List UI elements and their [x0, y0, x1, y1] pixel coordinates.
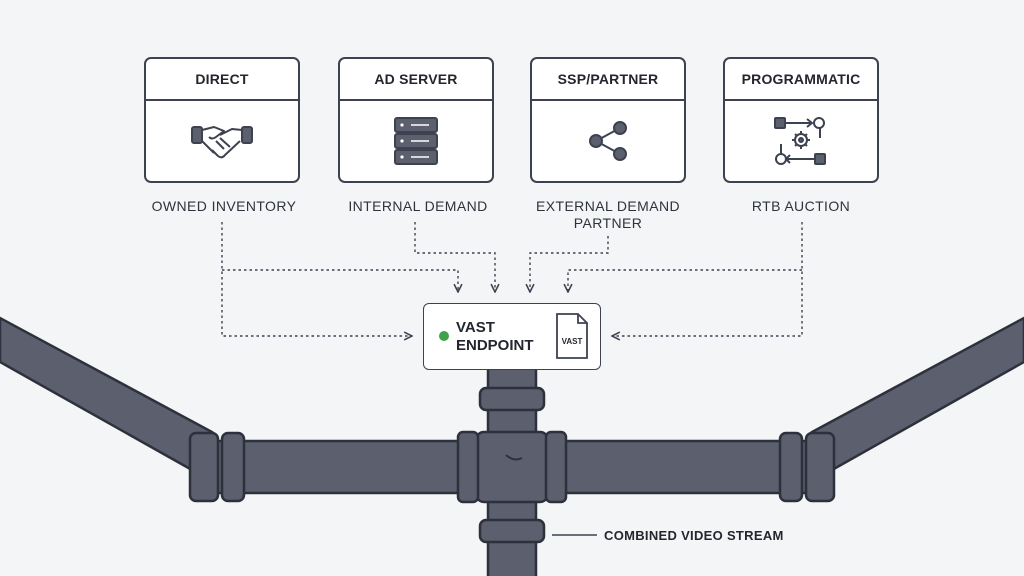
connector-ssp [530, 236, 609, 292]
vast-endpoint-box: VAST ENDPOINT VAST [423, 303, 601, 370]
endpoint-label: VAST ENDPOINT [456, 319, 534, 354]
card-title: DIRECT [146, 59, 298, 101]
workflow-icon [774, 117, 826, 165]
card-title: SSP/PARTNER [532, 59, 684, 101]
combined-stream-label: COMBINED VIDEO STREAM [604, 528, 784, 543]
source-card-ssp-partner: SSP/PARTNER [530, 57, 686, 183]
pipe-coupling [478, 386, 546, 412]
connector-direct [221, 222, 412, 336]
connector-ad-server [414, 222, 495, 292]
caption-ssp-partner: EXTERNAL DEMAND PARTNER [536, 198, 680, 231]
caption-ad-server: INTERNAL DEMAND [348, 198, 488, 214]
pipe-coupling [478, 518, 546, 544]
source-connectors [221, 222, 803, 336]
pipe-network [0, 316, 1024, 576]
pipe-coupling [544, 430, 568, 504]
right-diagonal-pipe [810, 316, 1024, 472]
source-card-programmatic: PROGRAMMATIC [723, 57, 879, 183]
vast-file-icon: VAST [556, 313, 588, 359]
source-card-direct: DIRECT [144, 57, 300, 183]
left-diagonal-pipe [0, 316, 214, 472]
pipe-coupling [804, 431, 836, 503]
pipe-coupling [456, 430, 480, 504]
card-title: AD SERVER [340, 59, 492, 101]
share-icon [589, 121, 627, 161]
tee-joint [474, 430, 550, 504]
server-icon [394, 117, 438, 165]
connector-programmatic [612, 222, 803, 336]
status-indicator [439, 331, 449, 341]
handshake-icon [191, 126, 253, 159]
caption-direct: OWNED INVENTORY [151, 198, 297, 214]
pipe-coupling [188, 431, 220, 503]
connector-direct-top [222, 269, 458, 292]
vast-file-label: VAST [562, 337, 583, 346]
pipe-coupling [778, 431, 804, 503]
connector-programmatic-top [568, 269, 802, 292]
source-card-ad-server: AD SERVER [338, 57, 494, 183]
caption-programmatic: RTB AUCTION [751, 198, 851, 214]
pipe-coupling [220, 431, 246, 503]
card-title: PROGRAMMATIC [725, 59, 877, 101]
